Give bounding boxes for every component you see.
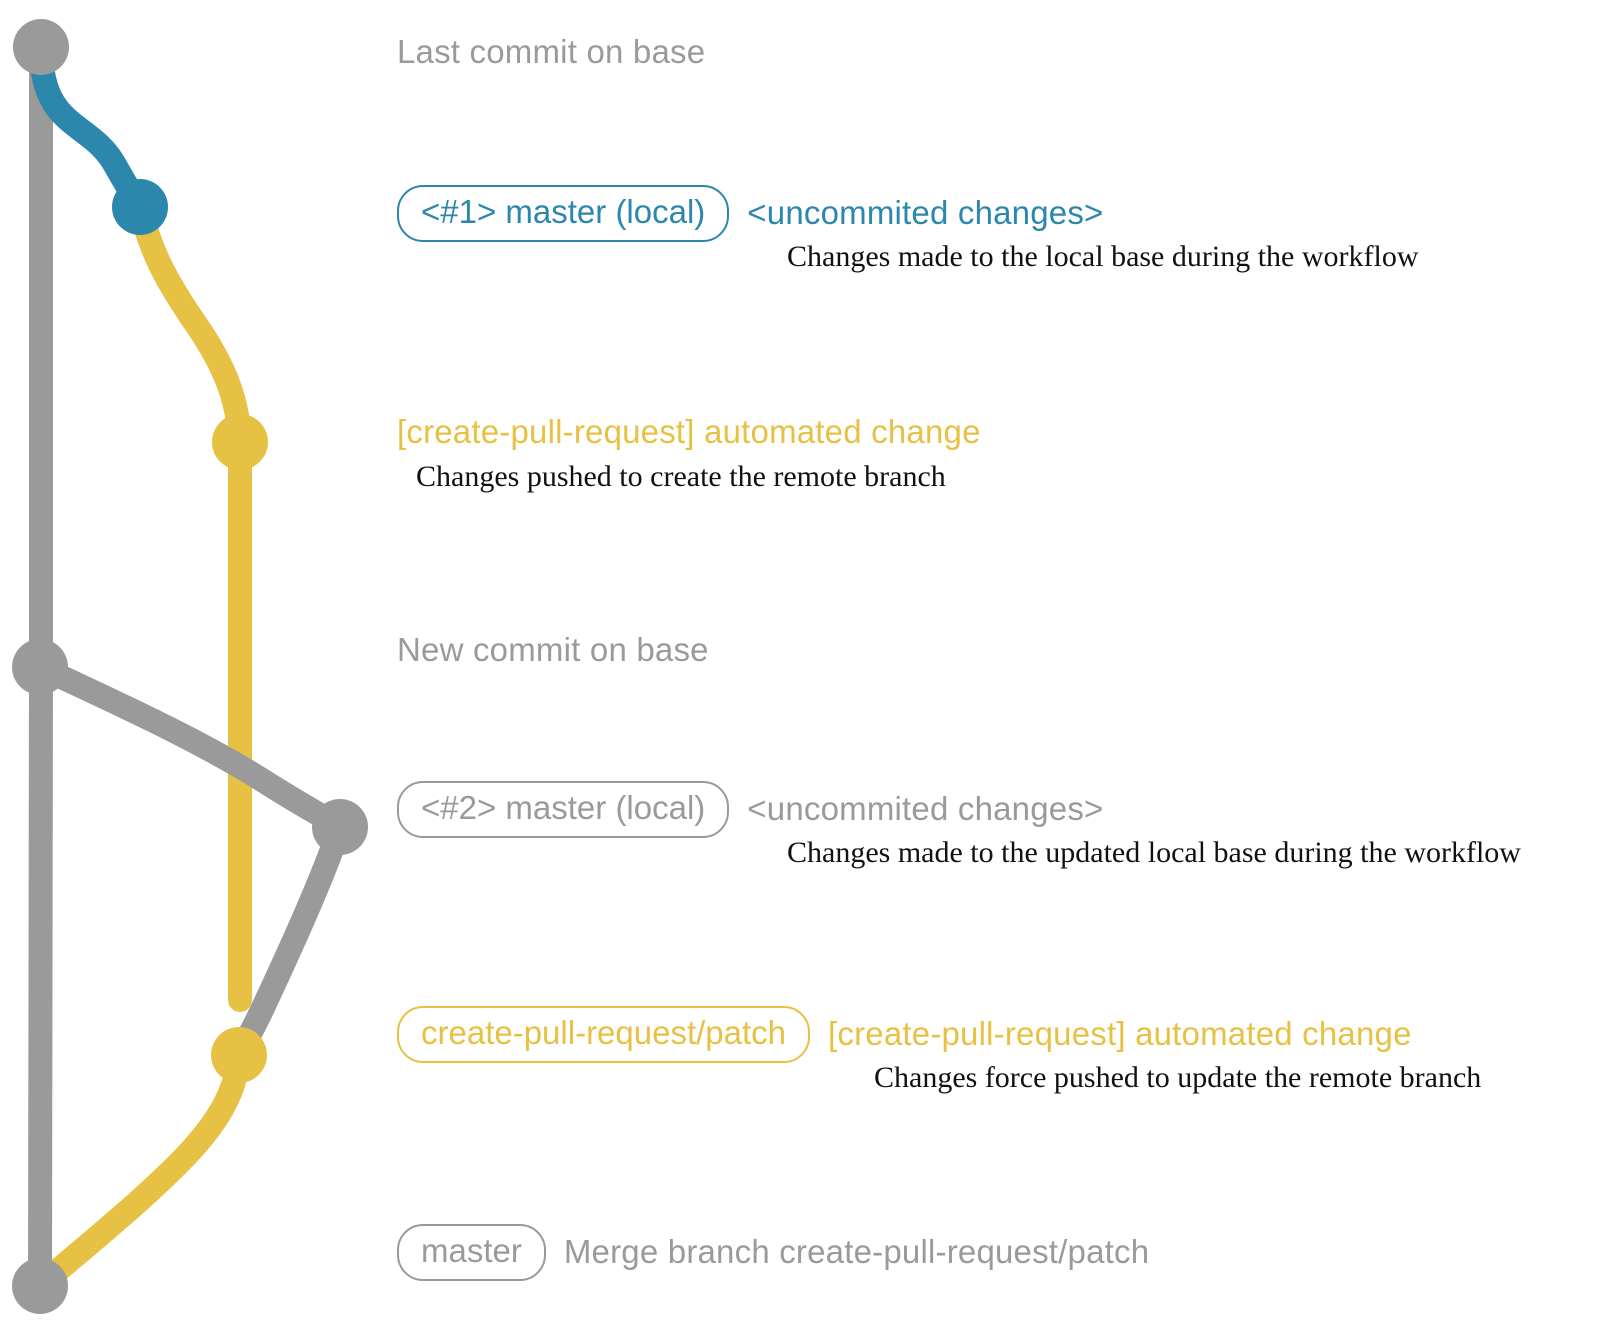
branch-badge-label: <#1> master (local)	[421, 193, 706, 230]
commit-row-automated-change-2: create-pull-request/patch [create-pull-r…	[397, 1006, 1412, 1063]
commit-row-master-merge: master Merge branch create-pull-request/…	[397, 1224, 1149, 1281]
commit-row-master-local-1: <#1> master (local) <uncommited changes>	[397, 185, 1104, 242]
branch-badge-label: master	[421, 1232, 522, 1269]
commit-row-last-commit-on-base: Last commit on base	[397, 33, 705, 71]
commit-subject-automated-change-1: [create-pull-request] automated change	[397, 413, 981, 450]
commit-node-master-local-2[interactable]	[312, 799, 368, 855]
commit-subject-new-commit-on-base: New commit on base	[397, 631, 709, 668]
branch-badge-master-local-1[interactable]: <#1> master (local)	[397, 185, 730, 242]
commit-node-master-local-1[interactable]	[112, 179, 168, 235]
commit-row-new-commit-on-base: New commit on base	[397, 631, 709, 669]
commit-node-master-merge[interactable]	[12, 1258, 68, 1314]
branch-badge-label: create-pull-request/patch	[421, 1014, 787, 1051]
commit-description-master-local-2: Changes made to the updated local base d…	[787, 836, 1521, 869]
commit-subject-master-merge: Merge branch create-pull-request/patch	[563, 1233, 1150, 1271]
commit-row-automated-change-1: [create-pull-request] automated change	[397, 413, 981, 451]
commit-description-automated-change-2: Changes force pushed to update the remot…	[874, 1061, 1482, 1094]
branch-badge-master[interactable]: master	[397, 1224, 546, 1281]
commit-subject-master-local-2: <uncommited changes>	[747, 790, 1104, 828]
commit-subject-last-commit-on-base: Last commit on base	[397, 33, 706, 70]
branch-badge-create-pull-request-patch[interactable]: create-pull-request/patch	[397, 1006, 811, 1063]
commit-node-automated-change-1[interactable]	[212, 414, 268, 470]
commit-node-last-commit-on-base[interactable]	[13, 19, 69, 75]
commit-node-new-commit-on-base[interactable]	[12, 639, 68, 695]
patch-branch-line-1	[128, 195, 252, 1012]
commit-subject-automated-change-2: [create-pull-request] automated change	[828, 1015, 1412, 1053]
commit-node-automated-change-2[interactable]	[211, 1027, 267, 1083]
commit-description-master-local-1: Changes made to the local base during th…	[787, 240, 1419, 273]
branch-badge-master-local-2[interactable]: <#2> master (local)	[397, 781, 730, 838]
branch-badge-label: <#2> master (local)	[421, 789, 706, 826]
commit-row-master-local-2: <#2> master (local) <uncommited changes>	[397, 781, 1104, 838]
patch-merge-line	[28, 1043, 251, 1298]
commit-description-automated-change-1: Changes pushed to create the remote bran…	[416, 460, 946, 493]
commit-subject-master-local-1: <uncommited changes>	[747, 194, 1104, 232]
